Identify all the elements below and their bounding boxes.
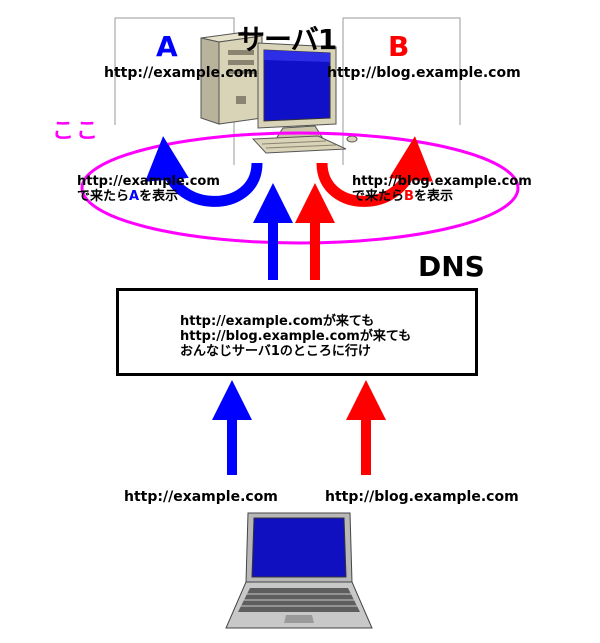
- rule-a-line2-post: を表示: [139, 189, 179, 204]
- highlight-label: ここ: [52, 119, 101, 144]
- rule-b-line2: で来たらBを表示: [352, 189, 532, 204]
- client-request-a: http://example.com: [124, 489, 278, 505]
- rule-b-letter: B: [404, 189, 414, 204]
- dns-title: DNS: [418, 250, 485, 283]
- site-b-frame: [342, 17, 461, 165]
- site-b-url: http://blog.example.com: [327, 65, 521, 81]
- dns-line-2: http://blog.example.comが来ても: [180, 329, 412, 344]
- rule-b-text: http://blog.example.com で来たらBを表示: [352, 174, 532, 204]
- rule-a-line2-pre: で来たら: [77, 189, 130, 204]
- site-a-letter: A: [156, 30, 178, 63]
- rule-b-line1: http://blog.example.com: [352, 174, 532, 189]
- route-a-curve-arrow: [145, 136, 263, 207]
- rule-a-letter: A: [129, 189, 140, 204]
- dns-line-3: おんなじサーバ1のところに行け: [180, 344, 371, 359]
- rule-a-line2: で来たらAを表示: [77, 189, 220, 204]
- dns-box: [116, 288, 478, 376]
- client-request-b: http://blog.example.com: [325, 489, 519, 505]
- highlight-ellipse: [80, 131, 520, 245]
- rule-a-line1: http://example.com: [77, 174, 220, 189]
- rule-b-line2-pre: で来たら: [352, 189, 405, 204]
- server-title: サーバ1: [237, 23, 337, 56]
- route-b-curve-arrow: [316, 136, 433, 207]
- rule-a-text: http://example.com で来たらAを表示: [77, 174, 220, 204]
- rule-b-line2-post: を表示: [413, 189, 453, 204]
- server-computer-icon: [200, 31, 358, 154]
- dns-instructions: http://example.comが来ても http://blog.examp…: [180, 314, 411, 359]
- dns-line-1: http://example.comが来ても: [180, 314, 375, 329]
- site-a-url: http://example.com: [104, 65, 258, 81]
- site-b-letter: B: [388, 30, 410, 63]
- laptop-icon: [225, 512, 373, 629]
